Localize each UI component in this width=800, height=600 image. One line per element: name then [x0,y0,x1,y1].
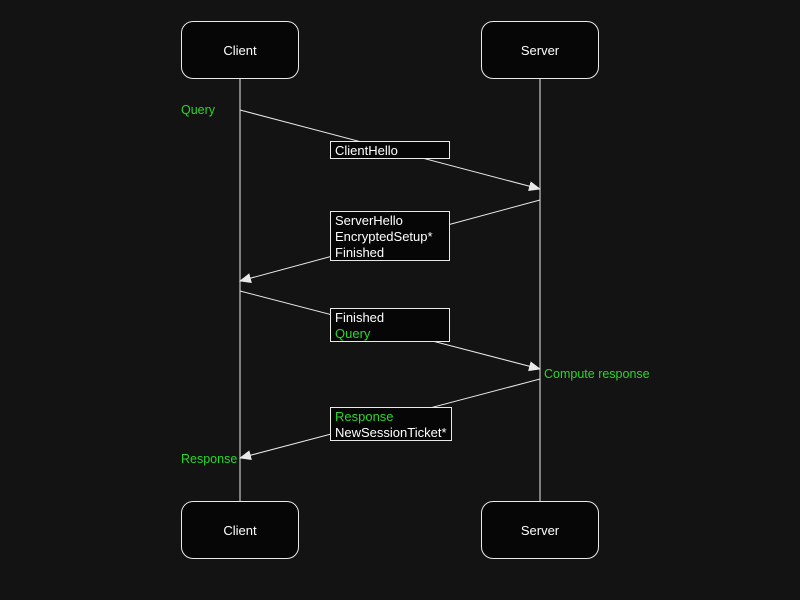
annotation-query: Query [181,103,216,117]
message-label-clienthello: ClientHello [330,141,450,159]
actor-server-top: Server [481,21,599,79]
actor-client-top: Client [181,21,299,79]
actor-label: Server [520,522,560,538]
message-line: Response [335,409,394,424]
message-label-finished-query: Finished Query [330,308,450,342]
message-line: ClientHello [335,143,398,158]
actor-client-bottom: Client [181,501,299,559]
message-line: ServerHello [335,213,403,228]
annotation-response: Response [181,452,238,466]
actor-label: Server [520,42,560,58]
actor-label: Client [223,42,257,58]
message-line: Query [335,326,371,341]
actor-label: Client [223,522,257,538]
actor-server-bottom: Server [481,501,599,559]
message-line: EncryptedSetup* [335,229,433,244]
message-label-serverhello: ServerHello EncryptedSetup* Finished [330,211,450,261]
message-line: Finished [335,245,385,260]
message-line: NewSessionTicket* [335,425,447,440]
message-label-response-ticket: Response NewSessionTicket* [330,407,452,441]
message-line: Finished [335,310,385,325]
annotation-compute-response: Compute response [544,367,650,381]
